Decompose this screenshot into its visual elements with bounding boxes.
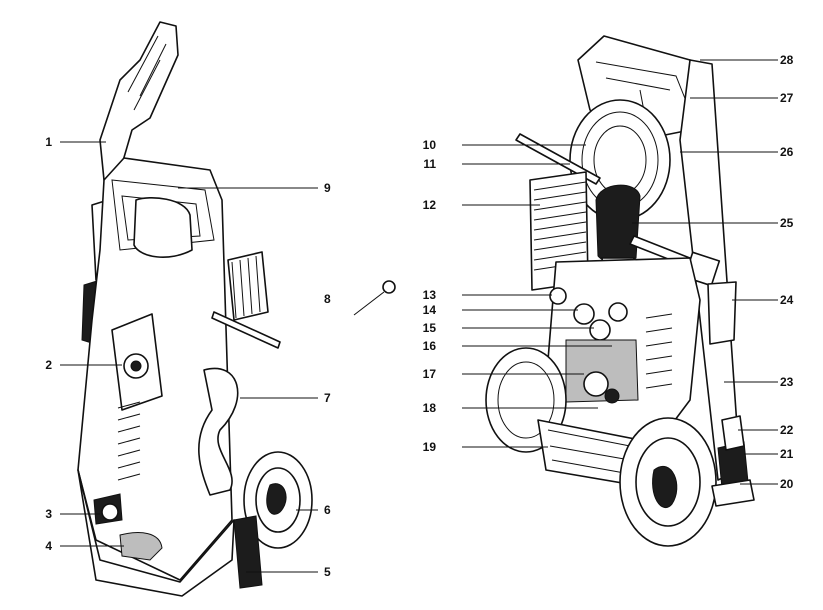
callout-14: 14 xyxy=(423,303,437,317)
callout-9: 9 xyxy=(324,181,331,195)
callout-25: 25 xyxy=(780,216,794,230)
rear-view-illustration xyxy=(485,35,755,547)
callout-16: 16 xyxy=(423,339,437,353)
callout-6: 6 xyxy=(324,503,331,517)
callout-numbers-left: 1 2 3 4 5 6 7 8 9 xyxy=(45,135,331,579)
callout-20: 20 xyxy=(780,477,794,491)
callout-22: 22 xyxy=(780,423,794,437)
callout-13: 13 xyxy=(423,288,437,302)
callout-leader-lines-left xyxy=(60,141,318,573)
callout-19: 19 xyxy=(423,440,437,454)
callout-3: 3 xyxy=(45,507,52,521)
callout-26: 26 xyxy=(780,145,794,159)
callout-5: 5 xyxy=(324,565,331,579)
callout-2: 2 xyxy=(45,358,52,372)
callout-17: 17 xyxy=(423,367,437,381)
callout-15: 15 xyxy=(423,321,437,335)
callout-21: 21 xyxy=(780,447,794,461)
callout-27: 27 xyxy=(780,91,794,105)
callout-10: 10 xyxy=(423,138,437,152)
callout-11: 11 xyxy=(423,157,436,171)
callout-24: 24 xyxy=(780,293,794,307)
callout-28: 28 xyxy=(780,53,794,67)
callout-leader-lines-right xyxy=(462,59,778,485)
callout-numbers-right: 10 11 12 13 14 15 16 17 18 19 20 21 22 2… xyxy=(423,53,794,491)
callout-1: 1 xyxy=(45,135,52,149)
nozzle-cleaning-needle xyxy=(353,280,396,316)
callout-4: 4 xyxy=(45,539,52,553)
front-view-illustration xyxy=(77,21,313,597)
callout-23: 23 xyxy=(780,375,794,389)
callout-12: 12 xyxy=(423,198,437,212)
callout-8: 8 xyxy=(324,292,331,306)
callout-18: 18 xyxy=(423,401,437,415)
callout-7: 7 xyxy=(324,391,331,405)
